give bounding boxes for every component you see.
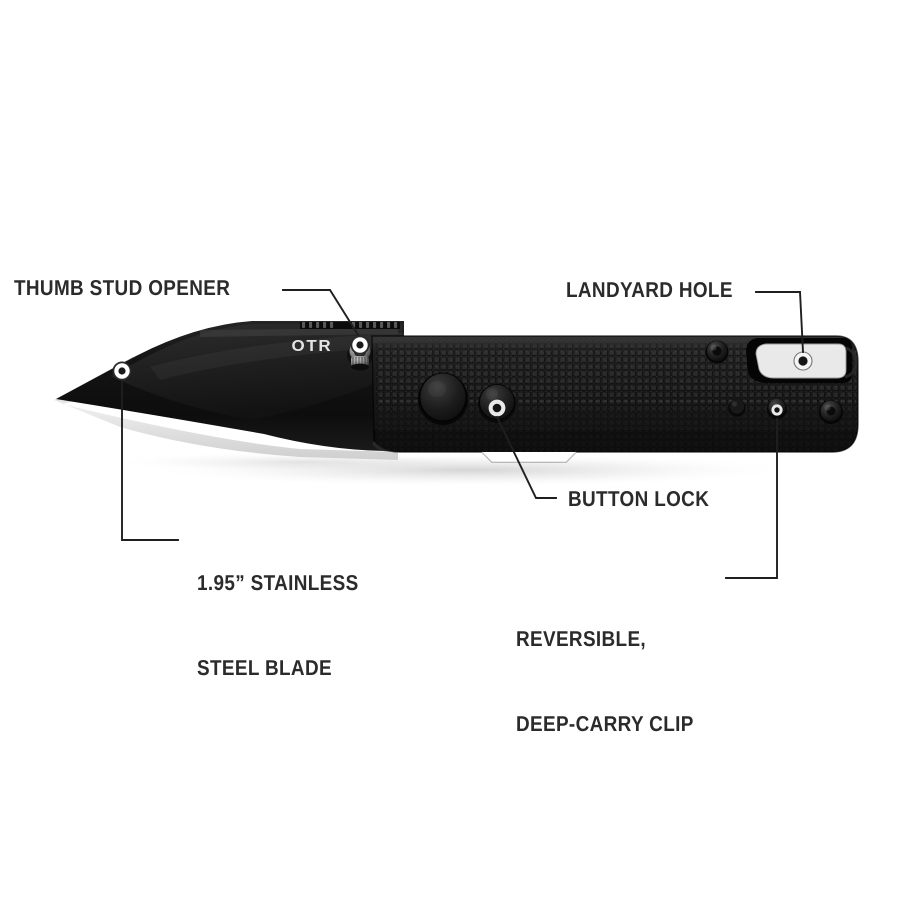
callout-label-stainless-steel-blade: 1.95” STAINLESS STEEL BLADE [197,512,359,739]
leader-clip [725,418,778,579]
handle-front-gap [372,441,400,452]
handle-screw-mid [705,340,729,364]
handle-notch-front [482,452,576,462]
callout-label-reversible-deep-carry-clip: REVERSIBLE, DEEP-CARRY CLIP [516,568,694,795]
leader-landyard [755,291,804,353]
callout-label-blade-line-2: STEEL BLADE [197,655,332,680]
blade-spine-highlight [200,328,398,337]
blade-sheen [150,333,404,380]
callout-target-rings [112,335,370,381]
callout-label-clip-line-2: DEEP-CARRY CLIP [516,711,694,736]
handle-screw-rear [819,400,843,424]
clip-mount-hardware [728,398,787,419]
callout-leaders [121,289,804,579]
product-shadow-soft [100,452,500,472]
callout-label-landyard-hole: LANDYARD HOLE [566,278,733,302]
blade-grind-facet [110,324,402,420]
leader-blade [121,381,179,541]
callout-label-button-lock: BUTTON LOCK [568,487,710,511]
callout-label-blade-line-1: 1.95” STAINLESS [197,570,359,595]
pivot-disc [418,372,468,425]
blade-jimping [300,322,400,329]
handle-notch-edge [481,451,577,463]
leader-button-lock [495,415,557,499]
callout-label-thumb-stud-opener: THUMB STUD OPENER [14,276,231,300]
callout-label-clip-line-1: REVERSIBLE, [516,626,647,651]
blade-edge-bevel [54,357,398,460]
blade-brand-mark-otr: OTR [292,337,333,354]
leader-thumb-stud [282,289,362,340]
knife-blade: OTR [54,321,404,460]
svg-text:OTR: OTR [292,337,333,354]
pocket-clip [746,338,858,383]
knife-handle [371,335,859,463]
button-lock [478,384,516,423]
